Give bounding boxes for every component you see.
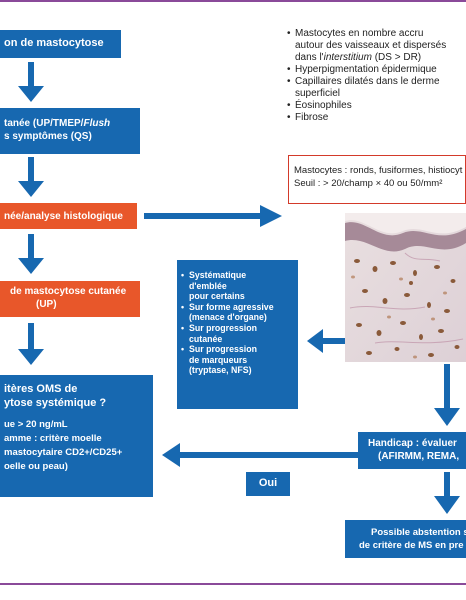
histology-micrograph (345, 213, 466, 362)
histology-findings-list: Mastocytes en nombre accru autour des va… (287, 28, 466, 124)
arrow-left-monitoring (307, 329, 345, 353)
bottom-frame-line (0, 583, 466, 585)
arrow-down-3 (18, 234, 44, 274)
who-criteria-box: itères OMS de ytose systémique ? ue > 20… (0, 375, 153, 497)
mastocyte-line-2: Seuil : > 20/champ × 40 ou 50/mm² (294, 178, 443, 189)
criteria-line-4: amme : critère moelle (4, 433, 102, 444)
oui-box: Oui (246, 472, 290, 496)
cutaneous-line-2: s symptômes (QS) (4, 131, 92, 142)
criteria-line-1: itères OMS de (4, 383, 78, 395)
mastocyte-threshold-box: Mastocytes : ronds, fusiformes, histiocy… (288, 155, 466, 204)
finding-5: Fibrose (287, 112, 466, 124)
histology-box: née/analyse histologique (0, 203, 137, 229)
diagnosis-line-1: de mastocytose cutanée (10, 286, 127, 297)
finding-3: Capillaires dilatés dans le derme superf… (287, 76, 466, 100)
monitoring-box: Systématique d'emblée pour certains Sur … (177, 260, 298, 409)
monitoring-item-2: Sur forme agressive (menace d'organe) (181, 302, 298, 323)
histology-box-text: née/analyse histologique (4, 211, 123, 222)
finding-4: Éosinophiles (287, 100, 466, 112)
arrow-down-2 (18, 157, 44, 197)
cutaneous-line-1: tanée (UP/TMEP/Flush (4, 118, 111, 129)
criteria-line-3: ue > 20 ng/mL (4, 419, 68, 430)
title-box: on de mastocytose (0, 30, 121, 58)
criteria-line-5: mastocytaire CD2+/CD25+ (4, 447, 123, 458)
diagnosis-box: de mastocytose cutanée (UP) (0, 281, 140, 317)
top-frame-line (0, 0, 466, 2)
monitoring-item-4: Sur progression de marqueurs (tryptase, … (181, 344, 298, 376)
handicap-box: Handicap : évaluer (AFIRMM, REMA, (358, 432, 466, 469)
monitoring-item-1: Systématique d'emblée pour certains (181, 270, 298, 302)
abstention-line-1: Possible abstention su (371, 527, 466, 538)
finding-1: Mastocytes en nombre accru autour des va… (287, 28, 466, 64)
arrow-down-4 (18, 323, 44, 365)
arrow-down-handicap (434, 472, 460, 514)
mastocyte-line-1: Mastocytes : ronds, fusiformes, histiocy… (294, 165, 463, 176)
finding-2: Hyperpigmentation épidermique (287, 64, 466, 76)
arrow-right-histology (144, 205, 282, 227)
cutaneous-signs-box: tanée (UP/TMEP/Flush s symptômes (QS) (0, 108, 140, 154)
arrow-left-oui (162, 443, 358, 467)
oui-label: Oui (258, 477, 278, 489)
diagnosis-line-2: (UP) (36, 299, 57, 310)
handicap-line-2: (AFIRMM, REMA, (378, 451, 460, 462)
title-box-text: on de mastocytose (4, 37, 104, 49)
criteria-line-6: oelle ou peau) (4, 461, 68, 472)
arrow-down-image (434, 364, 460, 426)
handicap-line-1: Handicap : évaluer (368, 438, 457, 449)
abstention-line-2: de critère de MS en pre (359, 540, 464, 551)
monitoring-item-3: Sur progression cutanée (181, 323, 298, 344)
abstention-box: Possible abstention su de critère de MS … (345, 520, 466, 558)
arrow-down-1 (18, 62, 44, 102)
criteria-line-2: ytose systémique ? (4, 397, 107, 409)
